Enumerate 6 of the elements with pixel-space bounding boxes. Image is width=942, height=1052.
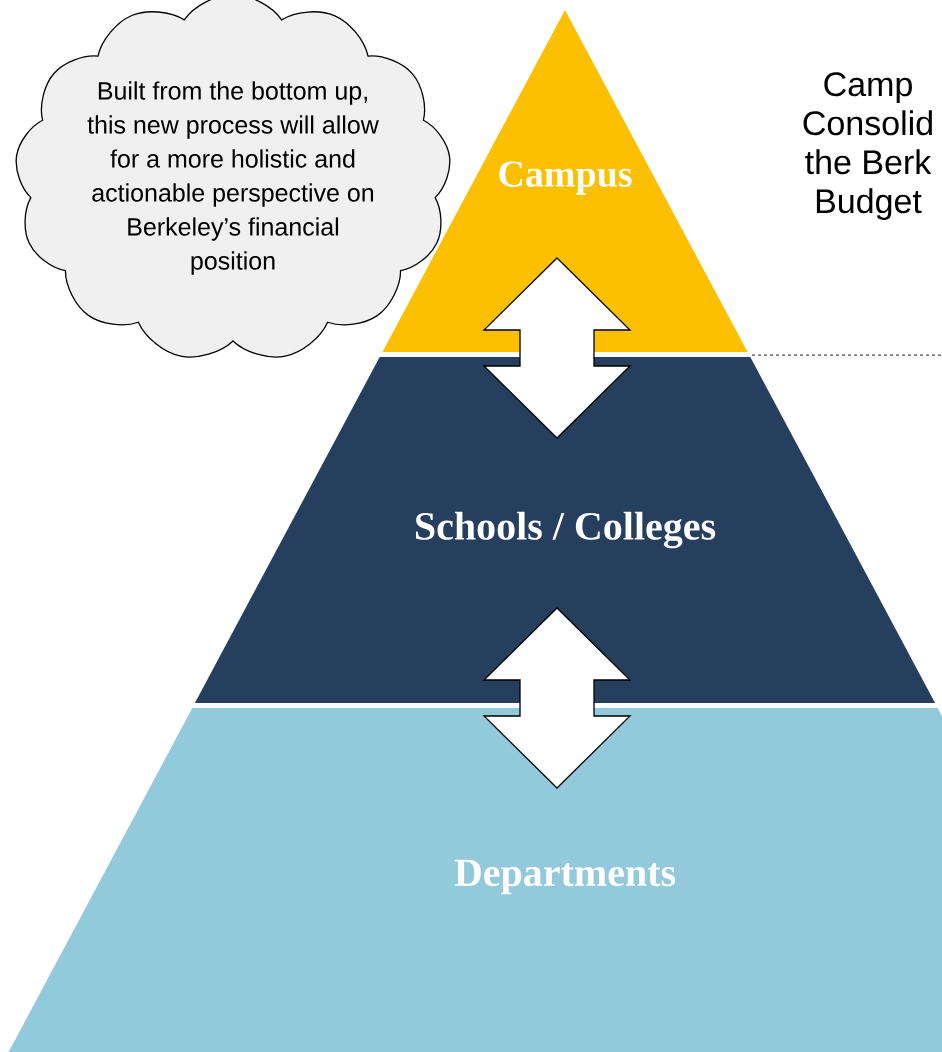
thought-cloud: Built from the bottom up, this new process will allow for a more holistic and actionable perspective on Berkeley’s financial position	[15, 0, 451, 358]
block-arrow	[482, 607, 632, 789]
pyramid-band: Schools / Colleges	[194, 357, 936, 703]
block-arrow	[482, 257, 632, 439]
side-note: Camp Consolid the Berk Budget	[803, 72, 932, 220]
pyramid-band: Departments	[8, 708, 942, 1052]
